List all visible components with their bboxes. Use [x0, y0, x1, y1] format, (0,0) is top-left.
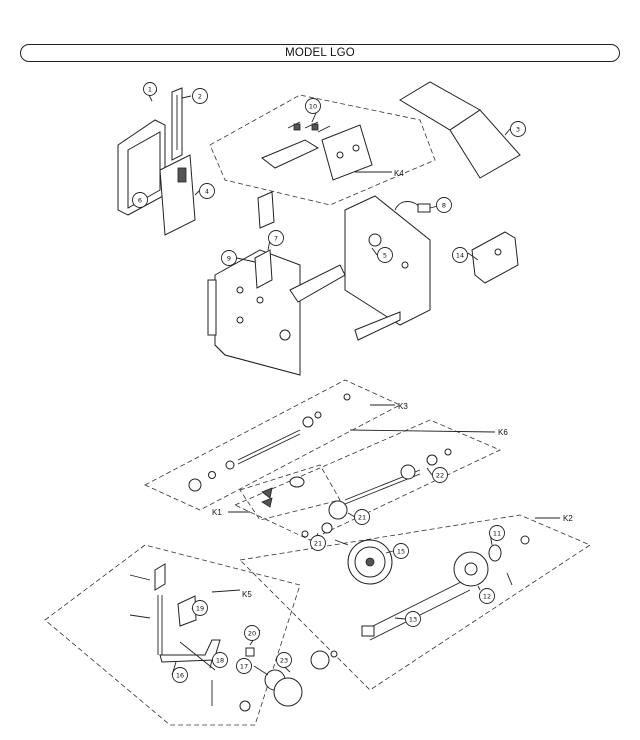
- callout-14: 14: [452, 247, 468, 263]
- top-cover: [399, 81, 521, 179]
- kit-k6-outline: [234, 419, 501, 541]
- k3-shaft-parts: [188, 393, 351, 492]
- svg-text:22: 22: [436, 472, 444, 480]
- main-frame: [207, 191, 431, 376]
- svg-text:3: 3: [516, 126, 520, 134]
- kit-k2-outline: [239, 514, 591, 691]
- svg-text:13: 13: [409, 616, 417, 624]
- svg-text:21: 21: [358, 514, 366, 522]
- svg-text:9: 9: [227, 255, 231, 263]
- svg-text:12: 12: [483, 593, 491, 601]
- callout-13: 13: [405, 611, 421, 627]
- callout-21: 21: [354, 509, 370, 525]
- side-bracket: [471, 231, 519, 284]
- callout-16: 16: [172, 667, 188, 683]
- svg-text:4: 4: [205, 188, 209, 196]
- callout-9: 9: [221, 250, 237, 266]
- kit-k3-outline: [144, 379, 401, 511]
- power-cord: [394, 201, 431, 213]
- k4-bracket-parts: [261, 121, 373, 181]
- svg-text:2: 2: [198, 93, 202, 101]
- callout-7: 7: [268, 230, 284, 246]
- k5-linkage-parts: [129, 563, 338, 712]
- svg-text:8: 8: [442, 202, 446, 210]
- svg-text:5: 5: [383, 252, 387, 260]
- kit-k5-outline: [44, 544, 301, 726]
- kit-label-k2: K2: [563, 514, 573, 523]
- callout-11: 11: [489, 525, 505, 541]
- kit-label-k6: K6: [498, 428, 508, 437]
- leader-lines: [134, 90, 560, 676]
- svg-text:20: 20: [248, 630, 256, 638]
- kit-label-k4: K4: [394, 169, 404, 178]
- svg-text:17: 17: [240, 663, 248, 671]
- callout-15: 15: [393, 543, 409, 559]
- control-box-assembly: [117, 87, 196, 236]
- callout-5: 5: [377, 247, 393, 263]
- kit-label-k1: K1: [212, 508, 222, 517]
- svg-text:1: 1: [148, 86, 152, 94]
- callout-8: 8: [436, 197, 452, 213]
- kit-label-k3: K3: [398, 402, 408, 411]
- brake-assembly: [334, 539, 393, 585]
- svg-text:21: 21: [314, 540, 322, 548]
- callout-1: 1: [143, 82, 157, 96]
- callout-2: 2: [192, 88, 208, 104]
- svg-text:15: 15: [397, 548, 405, 556]
- svg-text:18: 18: [216, 657, 224, 665]
- callout-20: 20: [244, 625, 260, 641]
- callout-4: 4: [199, 183, 215, 199]
- callout-23: 23: [276, 652, 292, 668]
- k6-drive-parts: [261, 448, 452, 538]
- svg-text:11: 11: [493, 530, 501, 538]
- svg-text:10: 10: [309, 103, 317, 111]
- model-title-banner: MODEL LGO: [20, 44, 620, 62]
- kit-label-k5: K5: [242, 590, 252, 599]
- callout-17: 17: [236, 658, 252, 674]
- callout-19: 19: [192, 600, 208, 616]
- callout-6: 6: [132, 192, 148, 208]
- callout-21: 21: [310, 535, 326, 551]
- svg-text:7: 7: [274, 235, 278, 243]
- callout-10: 10: [305, 98, 321, 114]
- callout-22: 22: [432, 467, 448, 483]
- k2-output-shaft: [361, 535, 530, 641]
- callout-12: 12: [479, 588, 495, 604]
- callout-3: 3: [510, 121, 526, 137]
- kit-k1-outline: [239, 464, 341, 521]
- svg-text:6: 6: [138, 197, 142, 205]
- svg-text:23: 23: [280, 657, 288, 665]
- svg-text:16: 16: [176, 672, 184, 680]
- svg-text:19: 19: [196, 605, 204, 613]
- callout-18: 18: [212, 652, 228, 668]
- kit-k4-outline: [209, 94, 436, 206]
- svg-text:14: 14: [456, 252, 464, 260]
